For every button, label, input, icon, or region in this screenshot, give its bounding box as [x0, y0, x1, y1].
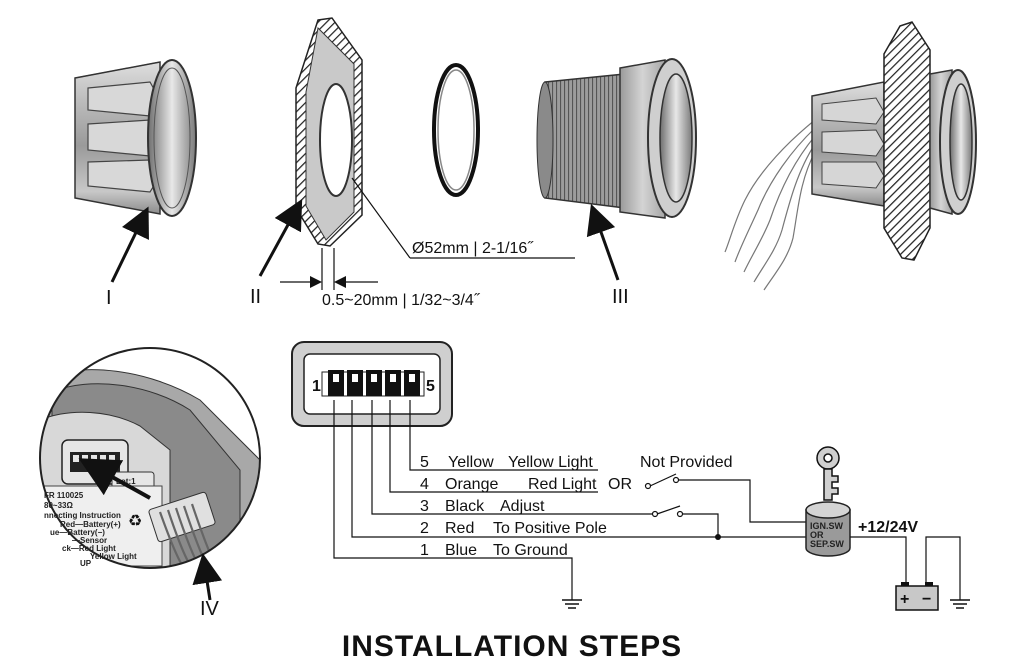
wire-1-color: Blue — [445, 542, 477, 559]
wire-4-number: 4 — [420, 476, 429, 493]
arrow-iii — [586, 203, 620, 281]
wire-lines — [333, 400, 820, 600]
wire-1-number: 1 — [420, 542, 429, 559]
arrow-i — [110, 206, 149, 283]
detail-text-2: 80~33Ω — [44, 501, 73, 510]
wire-5-function: Yellow Light — [508, 454, 593, 471]
assembled-gauge — [724, 21, 977, 291]
detail-text-1: FR 110025 — [44, 491, 84, 500]
arrow-ii — [258, 198, 303, 277]
wire-2-number: 2 — [420, 520, 429, 537]
label-ii: II — [250, 286, 261, 308]
junction-dot — [715, 534, 721, 540]
detail-lot: Lot:1 — [116, 477, 136, 486]
ign-sw-line2: OR — [810, 530, 824, 540]
voltage-label: +12/24V — [858, 519, 918, 536]
label-iii: III — [612, 286, 629, 308]
wire-4-color: Orange — [445, 476, 498, 493]
battery-icon: + − — [895, 582, 939, 611]
switch-upper — [644, 473, 806, 523]
page-title: INSTALLATION STEPS — [341, 630, 683, 663]
battery-minus: − — [922, 591, 931, 608]
detail-text-4: Red—Battery(+) — [60, 520, 121, 529]
dimension-markings — [280, 177, 575, 290]
wire-4-function: Red Light — [528, 476, 597, 493]
connector-detail-callout: FR 110025 80~33Ω nnecting Instruction Re… — [39, 347, 261, 569]
panel-thickness-label: 0.5~20mm | 1/32~3/4˝ — [322, 292, 481, 309]
recycle-icon: ♻ — [128, 513, 142, 530]
ground-symbol-1 — [562, 599, 582, 609]
wire-5-color: Yellow — [448, 454, 494, 471]
battery-plus: + — [900, 591, 909, 608]
wire-2-function: To Positive Pole — [493, 520, 607, 537]
wire-3-function: Adjust — [500, 498, 545, 515]
detail-text-9: UP — [80, 559, 92, 568]
ground-symbol-2 — [950, 599, 970, 609]
detail-text-3: nnecting Instruction — [44, 511, 121, 520]
detail-text-6: —Sensor — [72, 536, 107, 545]
o-ring — [432, 63, 480, 197]
hole-diameter-label: Ø52mm | 2-1/16˝ — [412, 240, 534, 257]
wire-5-number: 5 — [420, 454, 429, 471]
pin-5-label: 5 — [426, 378, 435, 395]
wire-legend: 5 Yellow Yellow Light 4 Orange Red Light… — [420, 454, 607, 559]
arrow-detail — [78, 458, 151, 500]
detail-text-8: Yellow Light — [90, 552, 137, 561]
pin-1-label: 1 — [312, 378, 321, 395]
not-provided-label: Not Provided — [640, 454, 733, 471]
wire-2-color: Red — [445, 520, 474, 537]
or-label: OR — [608, 476, 632, 493]
key-icon — [816, 446, 840, 501]
switch-lower — [651, 505, 719, 537]
part-ii-panel — [295, 17, 363, 247]
label-iv: IV — [200, 598, 220, 620]
wire-3-number: 3 — [420, 498, 429, 515]
ign-sw-line1: IGN.SW — [810, 521, 844, 531]
part-i-nut — [74, 59, 197, 217]
detail-text-7: ck—Red Light — [62, 544, 116, 553]
wire-3-color: Black — [445, 498, 485, 515]
label-i: I — [106, 287, 112, 309]
ignition-switch: IGN.SW OR SEP.SW — [805, 501, 851, 557]
part-iii-threaded-housing — [536, 58, 697, 219]
wire-1-function: To Ground — [493, 542, 568, 559]
ign-sw-line3: SEP.SW — [810, 539, 844, 549]
battery-wiring — [850, 536, 961, 600]
detail-text-5: ue—Battery(−) — [50, 528, 105, 537]
arrow-iv — [192, 553, 223, 601]
